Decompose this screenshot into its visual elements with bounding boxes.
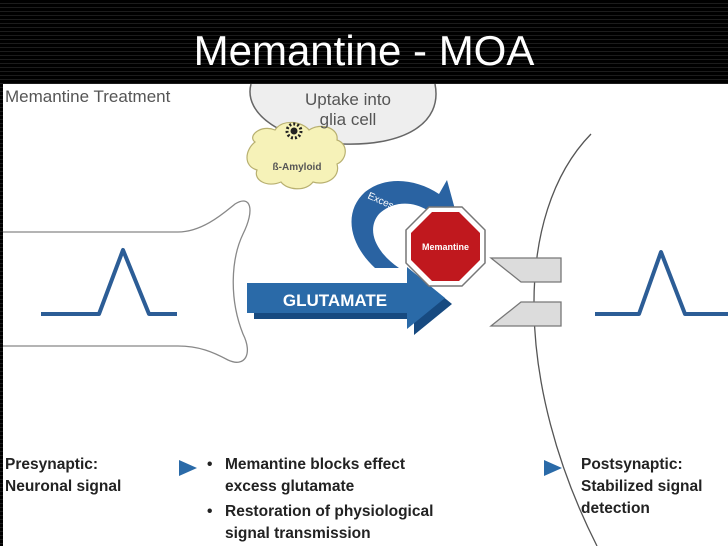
postsynaptic-line-1: Postsynaptic: — [581, 456, 683, 473]
treatment-label: Memantine Treatment — [5, 87, 171, 106]
bullet-arrow-left — [179, 460, 197, 476]
uptake-label: Uptake into glia cell — [253, 90, 443, 130]
bullet-line: Restoration of physiological — [225, 503, 434, 520]
bullet-line: signal transmission — [225, 525, 371, 542]
amyloid-label: ß-Amyloid — [273, 162, 322, 173]
bullet-line: Memantine blocks effect — [225, 456, 406, 473]
memantine-stop-sign: Memantine — [405, 206, 486, 287]
presynaptic-line-2: Neuronal signal — [5, 478, 122, 495]
beta-amyloid-blob: ß-Amyloid — [246, 121, 346, 190]
uptake-line-2: glia cell — [319, 110, 377, 129]
postsynaptic-line-3: detection — [581, 500, 650, 517]
receptor-upper — [489, 257, 562, 283]
moa-diagram: ß-Amyloid GLUTAMATE Excess glut Memantin… — [3, 84, 728, 546]
bullet-item: Memantine blocks effect excess glutamate — [203, 454, 433, 498]
receptor-lower — [489, 301, 562, 327]
postsynaptic-caption: Postsynaptic: Stabilized signal detectio… — [581, 454, 702, 520]
postsynaptic-signal — [595, 250, 728, 316]
postsynaptic-line-2: Stabilized signal — [581, 478, 703, 495]
diagram-panel: ß-Amyloid GLUTAMATE Excess glut Memantin… — [3, 84, 728, 546]
glutamate-arrow: GLUTAMATE — [247, 267, 452, 335]
glutamate-label: GLUTAMATE — [283, 291, 387, 310]
effect-bullet-list: Memantine blocks effect excess glutamate… — [203, 454, 433, 546]
presynaptic-terminal — [3, 200, 251, 363]
uptake-line-1: Uptake into — [305, 90, 391, 109]
presynaptic-caption: Presynaptic: Neuronal signal — [5, 454, 121, 498]
bullet-arrow-right — [544, 460, 562, 476]
memantine-stop-label: Memantine — [422, 242, 469, 252]
bullet-item: Restoration of physiological signal tran… — [203, 501, 433, 545]
slide-title: Memantine - MOA — [193, 27, 535, 74]
bullet-line: excess glutamate — [225, 478, 355, 495]
presynaptic-signal — [41, 248, 177, 316]
presynaptic-line-1: Presynaptic: — [5, 456, 99, 473]
